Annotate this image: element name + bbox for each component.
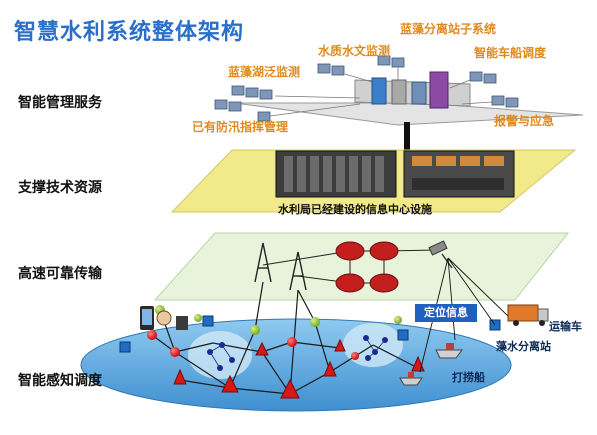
transmission-plane [153,232,570,301]
label-salvage-boat: 打捞船 [452,371,485,384]
transport-truck-icon [507,304,549,326]
layer-label-support: 支撑技术资源 [18,180,102,196]
server-racks [284,156,384,192]
backbone-connector [404,122,410,152]
sensor-network-links [151,281,419,395]
label-alarm: 报警与应急 [494,114,555,128]
radio-tower-icons [254,242,307,291]
sensor-blue-nodes [207,335,388,371]
sensor-cluster-halo-1 [188,331,252,379]
sensor-red-nodes [147,330,359,360]
support-caption: 水利局已经建设的信息中心设施 [278,203,432,216]
router-icons [335,241,399,293]
salvage-boat-icon [435,343,463,359]
control-room-desks [412,178,504,190]
label-flood-control: 已有防汛指挥管理 [192,120,289,134]
label-algae-station: 藻水分离站 [496,340,551,353]
layer-label-perception: 智能感知调度 [18,373,102,389]
label-algae-split-station: 蓝藻分离站子系统 [400,22,497,36]
control-room-screens [412,156,504,166]
diagram-title: 智慧水利系统整体架构 [14,20,245,45]
layer-label-service: 智能管理服务 [18,95,102,111]
label-algae-lake: 蓝藻湖泛监测 [228,65,301,79]
service-link-lines [269,67,493,117]
layer-label-transmission: 高速可靠传输 [18,266,102,282]
field-dispatch-lines [419,257,511,373]
label-truck: 运输车 [549,320,582,333]
label-smart-vessel: 智能车船调度 [474,46,547,60]
label-water-quality: 水质水文监测 [318,44,391,58]
computer-cluster-icons [214,55,519,122]
service-platform [234,71,584,126]
boat-small-icon [399,372,423,386]
positioning-info-badge: 定位信息 [415,304,477,322]
operator-with-phone-icon [140,306,188,330]
